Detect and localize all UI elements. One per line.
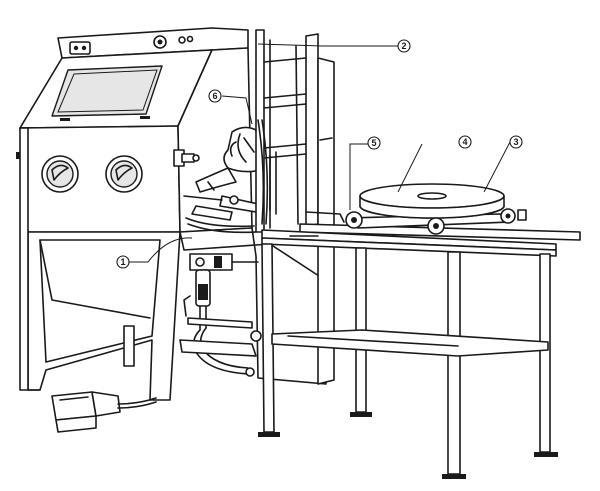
cart-wheel <box>500 208 516 224</box>
callout-1-label: 1 <box>120 257 125 267</box>
glove-port-left <box>41 155 79 193</box>
leader-lines <box>128 43 511 263</box>
table-leg <box>539 253 551 453</box>
table-foot <box>258 432 280 437</box>
gauge-icon <box>195 257 205 267</box>
callout-4-label: 4 <box>462 137 467 147</box>
cart-wheel <box>427 217 445 235</box>
valve-icon <box>250 330 262 342</box>
callout-5: 5 <box>367 136 381 150</box>
callout-4: 4 <box>458 135 472 149</box>
fitting-icon <box>245 367 255 377</box>
foot-pedal <box>51 391 157 433</box>
table-leg <box>447 251 461 475</box>
knob-icon <box>186 35 194 43</box>
glove-port-right <box>105 155 143 193</box>
turntable <box>359 183 505 219</box>
cart-wheel <box>345 211 363 229</box>
operator-glove-icon <box>223 126 261 173</box>
callout-2: 2 <box>397 39 411 53</box>
latch-icon <box>60 118 70 121</box>
callout-3-label: 3 <box>513 137 518 147</box>
switch-icon <box>69 41 91 55</box>
cabinet-leg <box>19 127 29 391</box>
hopper-outlet <box>123 325 135 367</box>
latch-icon <box>140 116 150 119</box>
callout-6: 6 <box>208 89 222 103</box>
callout-3: 3 <box>509 135 523 149</box>
side-door-frame <box>255 29 335 385</box>
callout-1: 1 <box>116 255 130 269</box>
frame-post-right <box>305 33 319 227</box>
callout-5-label: 5 <box>371 138 376 148</box>
table-foot <box>350 412 372 417</box>
blast-cabinet <box>16 27 327 401</box>
cart-stop <box>517 209 527 221</box>
turntable-hub-icon <box>417 192 447 200</box>
knob-icon <box>178 36 186 44</box>
table-top-frame <box>261 237 557 257</box>
blast-gun-holder <box>173 149 200 167</box>
control-panel <box>69 35 194 55</box>
callout-2-label: 2 <box>401 41 406 51</box>
support-table <box>258 235 558 479</box>
turntable-cart <box>261 183 581 251</box>
table-foot <box>442 474 466 479</box>
callout-6-label: 6 <box>212 91 217 101</box>
table-foot <box>534 452 558 457</box>
air-regulator-assembly <box>179 253 262 377</box>
viewing-window <box>51 65 163 117</box>
